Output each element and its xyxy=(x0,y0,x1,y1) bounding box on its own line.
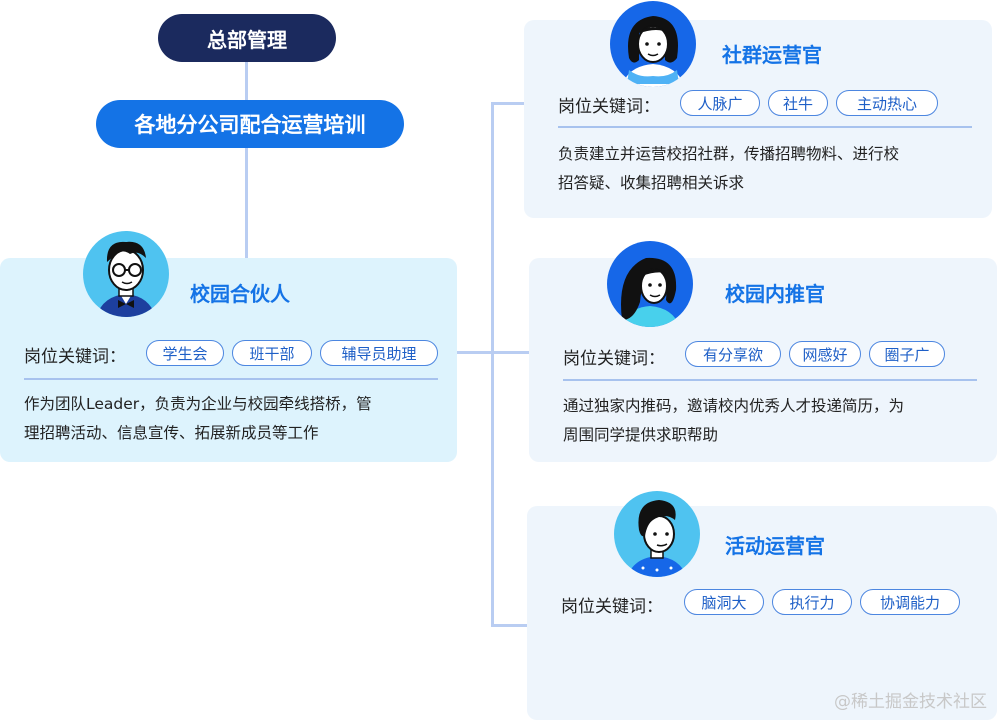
partner-tag-1: 学生会 xyxy=(146,340,224,366)
role-1-tag-3: 主动热心 xyxy=(836,90,938,116)
role-1-desc-line-1: 负责建立并运营校招社群，传播招聘物料、进行校 xyxy=(558,145,900,163)
partner-card: 校园合伙人 岗位关键词： 学生会 班干部 辅导员助理 作为团队Leader，负责… xyxy=(0,258,457,462)
watermark: @稀土掘金技术社区 xyxy=(834,692,987,712)
role-3-tag-1: 脑洞大 xyxy=(684,589,764,615)
avatar-glasses-bowtie-icon xyxy=(83,231,169,317)
avatar-woman-icon xyxy=(610,1,696,87)
partner-divider xyxy=(24,378,438,380)
role-2-desc: 通过独家内推码，邀请校内优秀人才投递简历，为 周围同学提供求职帮助 xyxy=(563,392,983,450)
connector-branch-3 xyxy=(491,624,527,627)
role-2-desc-line-2: 周围同学提供求职帮助 xyxy=(563,426,719,444)
partner-desc-line-2: 理招聘活动、信息宣传、拓展新成员等工作 xyxy=(24,424,319,442)
training-node: 各地分公司配合运营培训 xyxy=(96,100,404,148)
connector-hq-training xyxy=(245,62,248,100)
role-1-desc: 负责建立并运营校招社群，传播招聘物料、进行校 招答疑、收集招聘相关诉求 xyxy=(558,140,978,198)
connector-partner-trunk xyxy=(457,351,493,354)
role-2-tag-2: 网感好 xyxy=(789,341,861,367)
connector-branch-2 xyxy=(491,351,529,354)
partner-desc-line-1: 作为团队Leader，负责为企业与校园牵线搭桥，管 xyxy=(24,395,372,413)
partner-title: 校园合伙人 xyxy=(190,282,290,306)
role-card-3: 活动运营官 岗位关键词： 脑洞大 执行力 协调能力 xyxy=(527,506,997,720)
role-2-title: 校园内推官 xyxy=(725,282,825,306)
partner-keyword-label: 岗位关键词： xyxy=(24,347,126,367)
role-1-tag-2: 社牛 xyxy=(768,90,828,116)
avatar-man-hair-icon xyxy=(614,491,700,577)
connector-trunk xyxy=(491,102,494,626)
role-3-tag-2: 执行力 xyxy=(772,589,852,615)
partner-desc: 作为团队Leader，负责为企业与校园牵线搭桥，管 理招聘活动、信息宣传、拓展新… xyxy=(24,390,444,448)
role-1-tag-1: 人脉广 xyxy=(680,90,760,116)
role-2-tag-3: 圈子广 xyxy=(869,341,945,367)
role-2-keyword-label: 岗位关键词： xyxy=(563,349,665,369)
hq-node: 总部管理 xyxy=(158,14,336,62)
role-3-title: 活动运营官 xyxy=(725,534,825,558)
role-card-2: 校园内推官 岗位关键词： 有分享欲 网感好 圈子广 通过独家内推码，邀请校内优秀… xyxy=(529,258,997,462)
connector-branch-1 xyxy=(491,102,524,105)
partner-tag-3: 辅导员助理 xyxy=(320,340,438,366)
role-2-desc-line-1: 通过独家内推码，邀请校内优秀人才投递简历，为 xyxy=(563,397,905,415)
role-1-desc-line-2: 招答疑、收集招聘相关诉求 xyxy=(558,174,745,192)
role-3-keyword-label: 岗位关键词： xyxy=(561,597,663,617)
connector-training-partner xyxy=(245,148,248,258)
role-2-tag-1: 有分享欲 xyxy=(685,341,781,367)
role-3-tag-3: 协调能力 xyxy=(860,589,960,615)
role-1-title: 社群运营官 xyxy=(722,43,822,67)
role-1-keyword-label: 岗位关键词： xyxy=(558,97,660,117)
partner-tag-2: 班干部 xyxy=(232,340,312,366)
avatar-woman-long-hair-icon xyxy=(607,241,693,327)
role-1-divider xyxy=(558,126,972,128)
role-2-divider xyxy=(563,379,977,381)
role-card-1: 社群运营官 岗位关键词： 人脉广 社牛 主动热心 负责建立并运营校招社群，传播招… xyxy=(524,20,992,218)
